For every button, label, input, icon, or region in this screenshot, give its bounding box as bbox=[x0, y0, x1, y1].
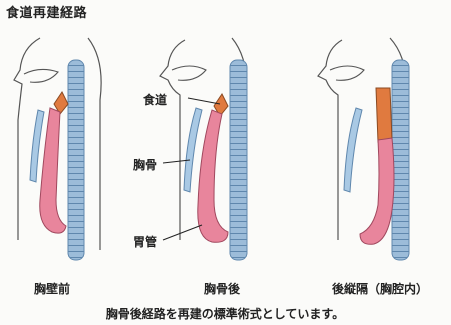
leader-gastric-tube bbox=[163, 225, 202, 240]
footer-note: 胸骨後経路を再建の標準術式としています。 bbox=[106, 305, 344, 322]
esophagus-3 bbox=[376, 88, 392, 142]
caption-retrosternal: 胸骨後 bbox=[204, 280, 240, 297]
spine-1 bbox=[68, 60, 84, 260]
caption-posterior-mediastinal: 後縦隔（胸腔内） bbox=[332, 280, 428, 297]
gastric-tube-3 bbox=[360, 138, 394, 244]
mouth-2 bbox=[172, 66, 206, 80]
label-gastric-tube: 胃管 bbox=[133, 233, 157, 250]
label-sternum: 胸骨 bbox=[133, 156, 157, 173]
gastric-tube-2 bbox=[198, 110, 228, 242]
gastric-tube-1 bbox=[40, 108, 66, 233]
spine-2 bbox=[230, 60, 247, 260]
sternum-3 bbox=[344, 108, 362, 192]
leader-esophagus bbox=[188, 98, 220, 104]
spine-3 bbox=[392, 60, 409, 260]
panel-posterior-mediastinal bbox=[318, 38, 409, 260]
label-esophagus: 食道 bbox=[143, 91, 167, 108]
panel-antethoracic bbox=[14, 38, 101, 260]
sternum-1 bbox=[30, 110, 44, 182]
caption-antethoracic: 胸壁前 bbox=[34, 280, 70, 297]
panel-retrosternal bbox=[160, 38, 247, 260]
mouth-3 bbox=[330, 66, 364, 80]
mouth-1 bbox=[24, 69, 58, 82]
